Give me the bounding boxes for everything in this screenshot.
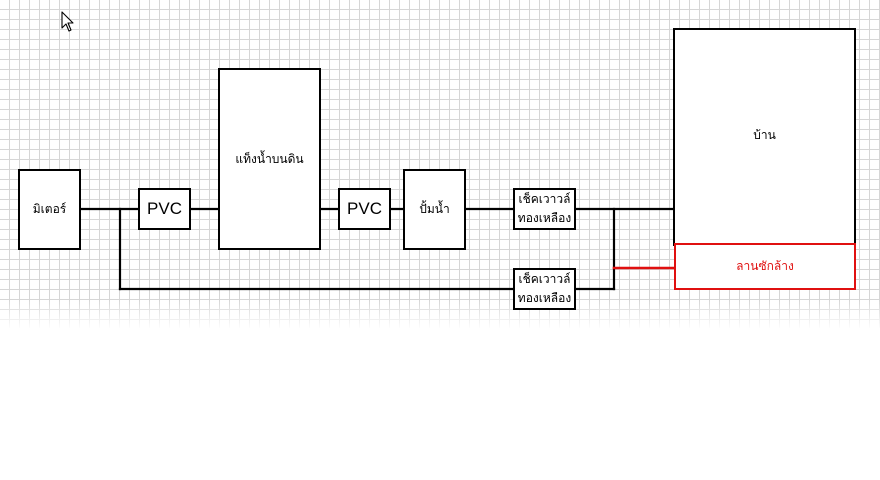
- house-box[interactable]: บ้าน: [673, 28, 856, 246]
- check-valve-box-bottom[interactable]: เช็คเวาวล์ ทองเหลือง: [513, 268, 576, 310]
- pump-box[interactable]: ปั้มน้ำ: [403, 169, 466, 250]
- canvas-fade: [0, 300, 880, 330]
- pvc-box-1[interactable]: PVC: [138, 188, 191, 230]
- pvc-box-2[interactable]: PVC: [338, 188, 391, 230]
- check-valve-box-top[interactable]: เช็คเวาวล์ ทองเหลือง: [513, 188, 576, 230]
- mouse-pointer-icon: [61, 11, 75, 37]
- meter-box[interactable]: มิเตอร์: [18, 169, 81, 250]
- ground-tank-box[interactable]: แท็งน้ำบนดิน: [218, 68, 321, 250]
- laundry-area-box[interactable]: ลานซักล้าง: [674, 243, 856, 290]
- connector-lines: [78, 207, 677, 291]
